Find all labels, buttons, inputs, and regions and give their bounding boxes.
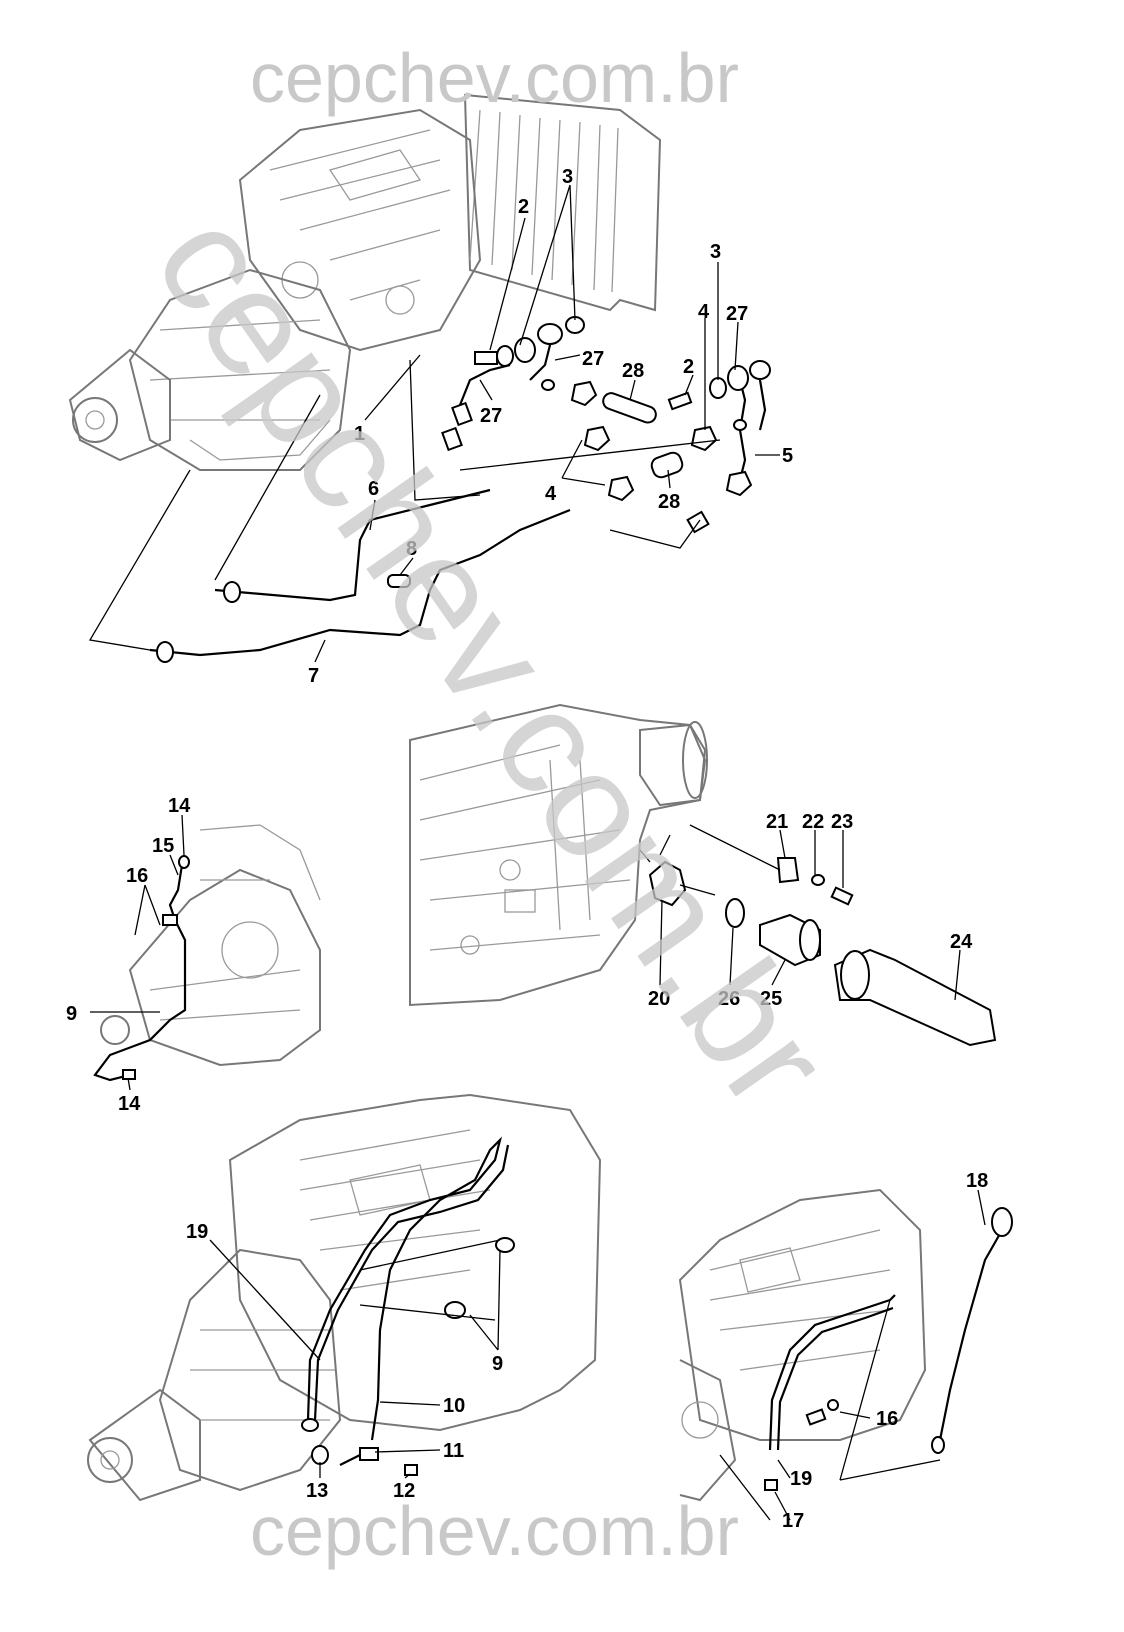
callout-4: 4 (698, 301, 710, 323)
callout-22: 22 (802, 811, 824, 833)
callout-6: 6 (368, 478, 379, 500)
callout-15: 15 (152, 835, 174, 857)
callout-2: 2 (518, 196, 529, 218)
callout-24: 24 (950, 931, 973, 953)
engine-transmission-illustration-bottom-right (678, 1188, 927, 1502)
callouts-bottom-right: 18 16 19 17 (782, 1170, 988, 1532)
callout-14: 14 (118, 1093, 141, 1115)
callout-19: 19 (790, 1468, 812, 1490)
leader-lines-speedo (659, 824, 961, 1001)
speedometer-parts (639, 834, 997, 1047)
engine-transmission-illustration-top (68, 93, 662, 471)
callouts-left: 14 15 16 9 14 (66, 795, 191, 1115)
callout-9: 9 (492, 1353, 503, 1375)
callout-2: 2 (683, 356, 694, 378)
callout-27: 27 (480, 405, 502, 427)
leader-lines-left (90, 814, 185, 1091)
callout-28: 28 (622, 360, 644, 382)
callout-11: 11 (443, 1440, 464, 1462)
callout-27: 27 (726, 303, 748, 325)
dipstick-tube-left (93, 855, 190, 1082)
cooler-lines (149, 316, 771, 663)
callouts-top: 1 2 3 27 27 28 2 3 4 27 5 4 28 6 8 7 (308, 166, 793, 687)
leader-lines-bottom-right (719, 1189, 986, 1521)
callout-9: 9 (66, 1003, 77, 1025)
callout-13: 13 (306, 1480, 328, 1502)
callout-8: 8 (406, 538, 417, 560)
callout-21: 21 (766, 811, 788, 833)
callout-16: 16 (126, 865, 148, 887)
callout-20: 20 (648, 988, 670, 1010)
transmission-illustration-speedo (409, 703, 708, 1007)
callout-26: 26 (718, 988, 740, 1010)
callout-17: 17 (782, 1510, 804, 1532)
callout-28: 28 (658, 491, 680, 513)
callouts-bottom-left: 19 9 10 11 13 12 (186, 1221, 503, 1502)
watermark-bottom: cepchev.com.br (250, 1492, 739, 1570)
callout-19: 19 (186, 1221, 208, 1243)
leader-lines-top (88, 184, 780, 663)
callout-25: 25 (760, 988, 782, 1010)
callout-23: 23 (831, 811, 853, 833)
callout-3: 3 (562, 166, 573, 188)
watermark-diagonal: cepchev.com.br (124, 182, 863, 1137)
callouts-speedo: 21 22 23 24 20 26 25 (648, 811, 973, 1010)
transmission-illustration-left (100, 824, 321, 1067)
callout-12: 12 (393, 1480, 415, 1502)
leader-lines-bottom-left (209, 1239, 501, 1479)
callout-27: 27 (582, 348, 604, 370)
dipstick-bottom-right (764, 1207, 1013, 1491)
callout-5: 5 (782, 445, 793, 467)
callout-4: 4 (545, 483, 557, 505)
callout-7: 7 (308, 665, 319, 687)
callout-16: 16 (876, 1408, 898, 1430)
callout-18: 18 (966, 1170, 988, 1192)
callout-1: 1 (354, 423, 365, 445)
cooler-lines-bottom-left (301, 1136, 515, 1476)
callout-14: 14 (168, 795, 191, 817)
callout-10: 10 (443, 1395, 465, 1417)
watermark-top: cepchev.com.br (250, 39, 739, 117)
callout-3: 3 (710, 241, 721, 263)
